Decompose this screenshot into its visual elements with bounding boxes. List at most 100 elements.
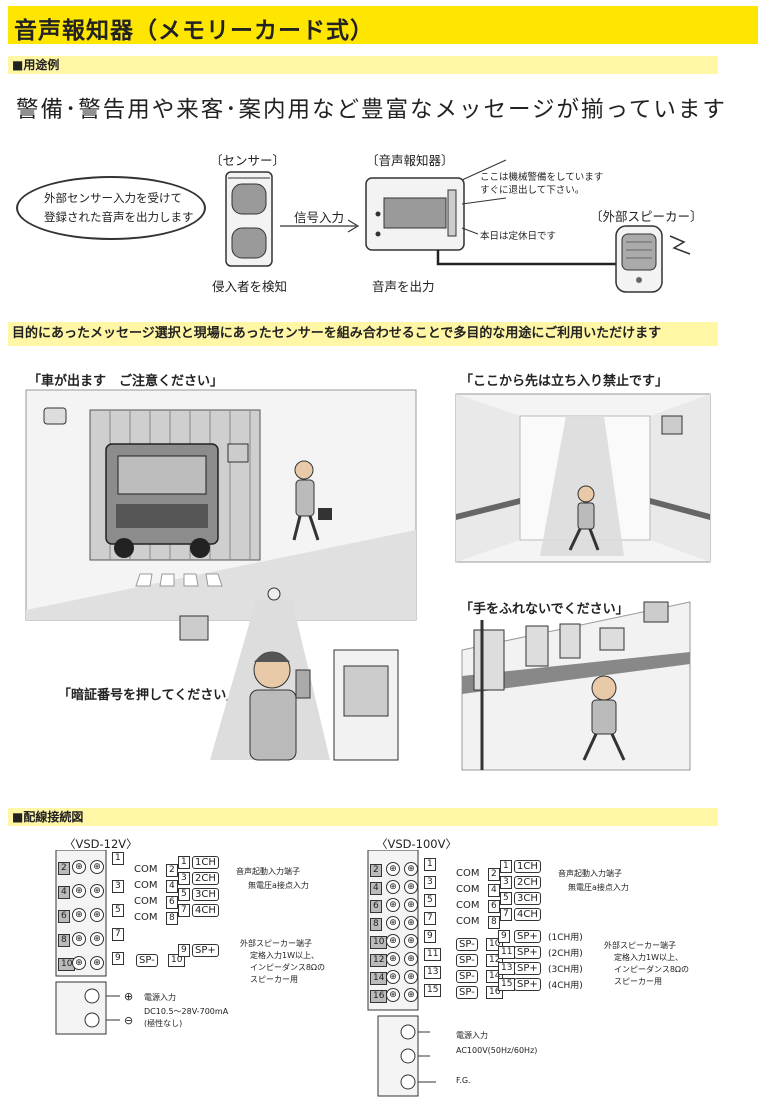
vsd12-ch-terminal-a: 2	[166, 864, 178, 877]
vsd12-ch-label: 4CH	[192, 904, 219, 917]
scene-no-entry-illustration	[455, 393, 711, 563]
scene-pin-illustration	[179, 587, 399, 761]
speaker-cable	[436, 250, 624, 280]
voice-device-illustration	[365, 177, 465, 251]
terminal-screw-icon: ⊕	[404, 862, 418, 876]
vsd12-input-note: 無電圧a接点入力	[248, 881, 309, 890]
vsd100-sp-terminal-b: 11	[498, 946, 516, 959]
vsd12-power-note: 電源入力	[144, 993, 176, 1002]
vsd12-sp-minus: SP-	[136, 954, 158, 967]
vsd12-power-note: (極性なし)	[144, 1019, 183, 1028]
vsd100-ch-terminal-a: 6	[488, 900, 500, 913]
message-1-line-2: すぐに退出して下さい。	[480, 185, 585, 196]
terminal-screw-icon: ⊕	[90, 884, 104, 898]
signal-input-label: 信号入力	[294, 210, 345, 225]
vsd100-right-terminal-number: 11	[424, 948, 442, 961]
terminal-screw-icon: ⊕	[404, 988, 418, 1002]
terminal-screw-icon: ⊕	[72, 884, 86, 898]
vsd12-model-label: 〈VSD-12V〉	[64, 837, 138, 851]
vsd12-com-label: COM	[134, 912, 158, 923]
system-diagram	[225, 159, 691, 293]
vsd100-right-terminal-number: 5	[424, 894, 436, 907]
vsd100-right-terminal-number: 13	[424, 966, 442, 979]
vsd100-left-terminal-number: 14	[370, 972, 388, 985]
vsd100-sp-minus: SP-	[456, 954, 478, 967]
bubble-line-2: 登録された音声を出力します	[44, 210, 194, 224]
explanation-bubble: 外部センサー入力を受けて 登録された音声を出力します	[16, 176, 206, 240]
vsd12-ch-terminal-b: 1	[178, 856, 190, 869]
terminal-screw-icon: ⊕	[404, 934, 418, 948]
vsd100-com-label: COM	[456, 868, 480, 879]
vsd100-ch-terminal-b: 7	[500, 908, 512, 921]
terminal-screw-icon: ⊕	[72, 956, 86, 970]
vsd100-fg-label: F.G.	[456, 1076, 471, 1085]
vsd100-power-note: AC100V(50Hz/60Hz)	[456, 1046, 538, 1055]
vsd12-ch-terminal-b: 7	[178, 904, 190, 917]
vsd100-ch-terminal-b: 5	[500, 892, 512, 905]
terminal-screw-icon: ⊕	[404, 880, 418, 894]
vsd100-sp-use: (4CH用)	[548, 981, 583, 991]
vsd12-ch-terminal-a: 8	[166, 912, 178, 925]
speaker-label: 〔外部スピーカー〕	[590, 209, 703, 224]
vsd100-sp-terminal-b: 13	[498, 962, 516, 975]
vsd100-com-label: COM	[456, 900, 480, 911]
vsd12-right-terminal-number: 1	[112, 852, 124, 865]
terminal-screw-icon: ⊕	[386, 898, 400, 912]
sensor-illustration	[225, 171, 273, 267]
vsd100-right-terminal-number: 1	[424, 858, 436, 871]
vsd12-ch-terminal-a: 4	[166, 880, 178, 893]
vsd100-left-terminal-number: 10	[370, 936, 388, 949]
vsd100-sp-terminal-b: 15	[498, 978, 516, 991]
minus-icon: ⊖	[124, 1014, 134, 1027]
scene-pin-caption: 「暗証番号を押してください」	[58, 688, 240, 703]
vsd100-ch-label: 2CH	[514, 876, 541, 889]
vsd12-left-terminal-number: 4	[58, 886, 70, 899]
vsd100-sp-minus: SP-	[456, 938, 478, 951]
vsd100-left-terminal-number: 12	[370, 954, 388, 967]
vsd12-sp-plus: SP+	[192, 944, 219, 957]
vsd12-input-note: 音声起動入力端子	[236, 867, 300, 876]
vsd100-sp-terminal-b: 9	[498, 930, 510, 943]
vsd100-sp-plus: SP+	[514, 946, 541, 959]
vsd12-right-terminal-number: 5	[112, 904, 124, 917]
vsd100-com-label: COM	[456, 884, 480, 895]
vsd100-sp-plus: SP+	[514, 978, 541, 991]
vsd12-ch-terminal-b: 3	[178, 872, 190, 885]
terminal-screw-icon: ⊕	[404, 952, 418, 966]
scene-car-illustration	[25, 389, 417, 621]
message-2: 本日は定休日です	[480, 231, 557, 242]
vsd12-sp-note: 定格入力1W以上、	[250, 951, 319, 960]
detect-label: 侵入者を検知	[212, 279, 288, 294]
section-wiring-header: ■配線接続図	[8, 808, 718, 826]
vsd100-sp-minus: SP-	[456, 986, 478, 999]
vsd12-ch-label: 3CH	[192, 888, 219, 901]
vsd12-ch-terminal-a: 6	[166, 896, 178, 909]
vsd12-sp-note: 外部スピーカー端子	[240, 939, 312, 948]
terminal-screw-icon: ⊕	[386, 916, 400, 930]
device-label: 〔音声報知器〕	[366, 153, 454, 168]
vsd12-sp-note: インピーダンス8Ωの	[250, 963, 326, 972]
vsd12-com-label: COM	[134, 880, 158, 891]
vsd12-right-terminal-number: 9	[112, 952, 124, 965]
vsd100-sp-use: (3CH用)	[548, 965, 583, 975]
terminal-screw-icon: ⊕	[72, 908, 86, 922]
message-1-line-1: ここは機械警備をしています	[480, 172, 604, 183]
title-banner: 音声報知器（メモリーカード式）	[8, 6, 758, 44]
terminal-screw-icon: ⊕	[90, 908, 104, 922]
vsd12-sp-note: スピーカー用	[250, 975, 298, 984]
sensor-label: 〔センサー〕	[210, 153, 286, 168]
section-usage-header: ■用途例	[8, 56, 718, 74]
terminal-screw-icon: ⊕	[90, 932, 104, 946]
vsd100-right-terminal-number: 7	[424, 912, 436, 925]
terminal-screw-icon: ⊕	[404, 898, 418, 912]
vsd100-sp-plus: SP+	[514, 930, 541, 943]
scene-no-touch-illustration	[461, 601, 691, 771]
vsd100-sp-plus: SP+	[514, 962, 541, 975]
bubble-line-1: 外部センサー入力を受けて	[44, 191, 182, 205]
terminal-screw-icon: ⊕	[386, 988, 400, 1002]
scene-no-entry-caption: 「ここから先は立ち入り禁止です」	[460, 374, 669, 389]
vsd12-com-label: COM	[134, 864, 158, 875]
vsd12-sp-terminal-b: 9	[178, 944, 190, 957]
vsd100-sp-note: 定格入力1W以上、	[614, 953, 683, 962]
